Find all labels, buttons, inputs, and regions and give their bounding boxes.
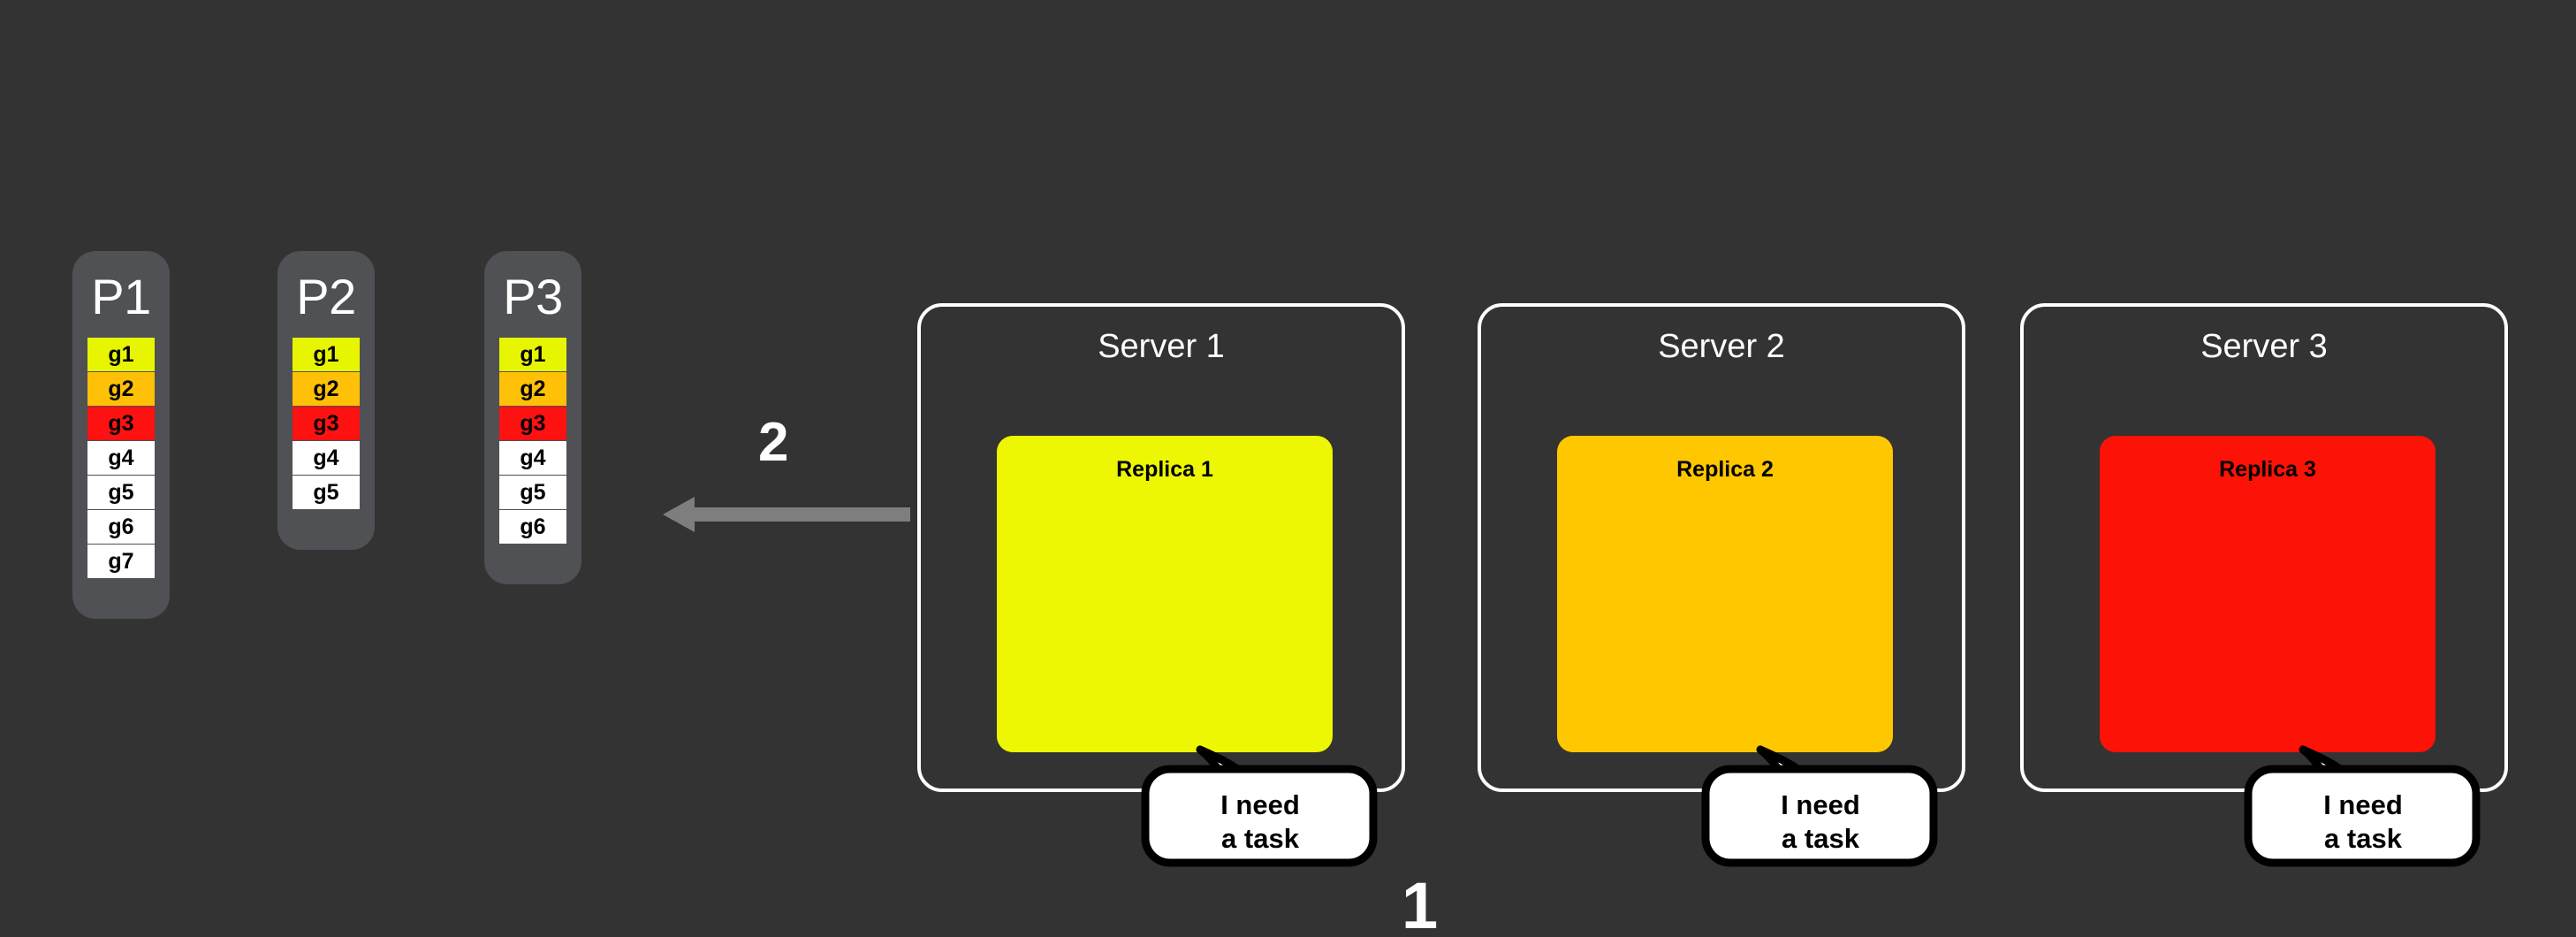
task-g5-p3: g5 bbox=[499, 476, 566, 509]
task-g2-p3: g2 bbox=[499, 372, 566, 406]
task-g3-p1: g3 bbox=[87, 407, 155, 440]
replica-box-3: Replica 3 bbox=[2100, 436, 2435, 752]
partition-label-p2: P2 bbox=[296, 269, 356, 324]
speech-bubble-text-2: I need a task bbox=[1781, 789, 1860, 854]
replica-label-2: Replica 2 bbox=[1676, 457, 1774, 482]
task-assignment-arrow-group: 2 bbox=[663, 415, 928, 557]
task-g6-p3: g6 bbox=[499, 510, 566, 544]
task-g4-p1: g4 bbox=[87, 441, 155, 475]
task-g1-p1: g1 bbox=[87, 338, 155, 371]
partition-label-p1: P1 bbox=[91, 269, 151, 324]
speech-bubble-text-3: I need a task bbox=[2323, 789, 2403, 854]
step-1-label: 1 bbox=[1402, 869, 1439, 937]
speech-bubble-server-2: I need a task bbox=[1700, 743, 1941, 868]
speech-bubble-text-1: I need a task bbox=[1220, 789, 1300, 854]
speech-bubble-server-3: I need a task bbox=[2243, 743, 2483, 868]
replica-label-3: Replica 3 bbox=[2219, 457, 2316, 482]
task-g4-p2: g4 bbox=[293, 441, 360, 475]
replica-label-1: Replica 1 bbox=[1116, 457, 1213, 482]
task-g3-p3: g3 bbox=[499, 407, 566, 440]
server-label-3: Server 3 bbox=[2200, 328, 2328, 365]
task-g2-p2: g2 bbox=[293, 372, 360, 406]
replica-box-1: Replica 1 bbox=[997, 436, 1333, 752]
replica-box-2: Replica 2 bbox=[1557, 436, 1893, 752]
server-card-3: Server 3 Replica 3 bbox=[2020, 303, 2508, 792]
task-g5-p2: g5 bbox=[293, 476, 360, 509]
task-g1-p2: g1 bbox=[293, 338, 360, 371]
step-2-label: 2 bbox=[758, 412, 789, 473]
task-g7-p1: g7 bbox=[87, 545, 155, 578]
task-g3-p2: g3 bbox=[293, 407, 360, 440]
server-label-1: Server 1 bbox=[1098, 328, 1225, 365]
task-g6-p1: g6 bbox=[87, 510, 155, 544]
server-card-2: Server 2 Replica 2 bbox=[1478, 303, 1965, 792]
arrow-left-icon bbox=[663, 495, 910, 534]
speech-bubble-server-1: I need a task bbox=[1140, 743, 1380, 868]
task-g2-p1: g2 bbox=[87, 372, 155, 406]
task-g5-p1: g5 bbox=[87, 476, 155, 509]
server-card-1: Server 1 Replica 1 bbox=[917, 303, 1405, 792]
task-g4-p3: g4 bbox=[499, 441, 566, 475]
task-g1-p3: g1 bbox=[499, 338, 566, 371]
server-label-2: Server 2 bbox=[1658, 328, 1785, 365]
partition-label-p3: P3 bbox=[503, 269, 563, 324]
